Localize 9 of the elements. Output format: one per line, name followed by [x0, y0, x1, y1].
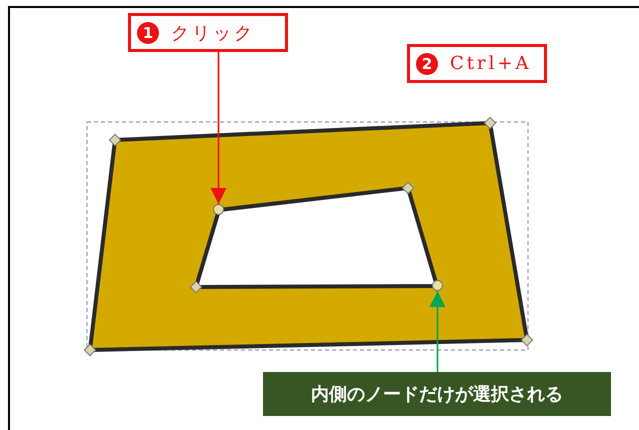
callout-label: Ctrl+A	[450, 53, 532, 74]
note-box: 内側のノードだけが選択される	[263, 372, 611, 416]
arrow	[210, 52, 226, 204]
step-number: 2	[416, 52, 438, 74]
callout-box	[407, 44, 547, 83]
callout-box	[128, 13, 288, 52]
arrow	[430, 291, 446, 372]
step-number: 1	[137, 22, 159, 44]
callout-label: クリック	[171, 22, 255, 44]
